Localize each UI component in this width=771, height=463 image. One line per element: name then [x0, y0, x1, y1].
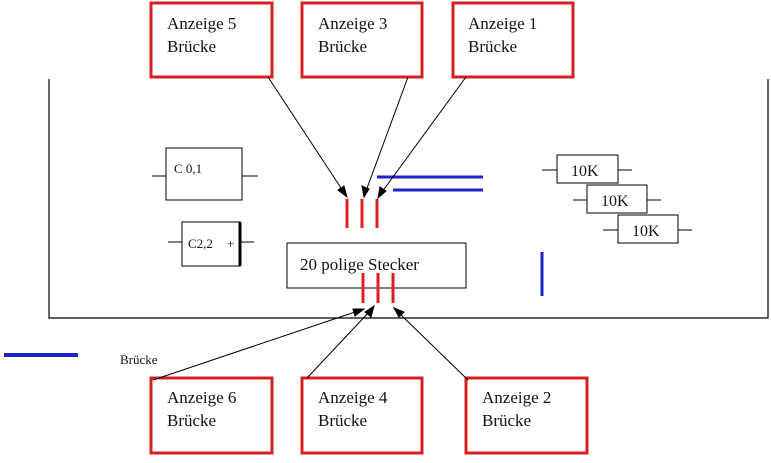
capacitor-c22-label: C2,2	[188, 236, 213, 251]
connector-label: 20 polige Stecker	[300, 255, 419, 274]
anzeige1-title: Anzeige 1	[468, 14, 538, 33]
anzeige6-title: Anzeige 6	[167, 388, 237, 407]
annotation-box-anzeige5	[149, 1, 274, 79]
anzeige4-title: Anzeige 4	[318, 388, 388, 407]
resistor-1-label: 10K	[571, 163, 599, 180]
arrow-anzeige1	[381, 76, 467, 193]
resistor-2	[573, 184, 661, 214]
annotation-box-anzeige1	[451, 1, 575, 79]
capacitor-c22	[168, 221, 254, 267]
annotation-box-anzeige4	[300, 376, 424, 455]
resistor-3-label: 10K	[632, 223, 660, 240]
board-outline	[48, 79, 769, 319]
anzeige4-sub: Brücke	[318, 411, 368, 430]
legend-bridge-label: Brücke	[120, 352, 158, 367]
anzeige5-title: Anzeige 5	[167, 14, 237, 33]
arrow-anzeige4	[306, 310, 371, 379]
annotation-box-anzeige6	[149, 376, 274, 455]
resistor-2-label: 10K	[601, 193, 629, 210]
arrow-anzeige5	[267, 76, 344, 192]
arrow-anzeige2	[397, 311, 469, 381]
anzeige5-sub: Brücke	[167, 37, 217, 56]
capacitor-c01	[152, 147, 258, 201]
anzeige3-title: Anzeige 3	[318, 14, 388, 33]
anzeige3-sub: Brücke	[318, 37, 368, 56]
resistor-3	[603, 214, 692, 244]
annotation-box-anzeige3	[300, 1, 424, 79]
anzeige1-sub: Brücke	[468, 37, 518, 56]
annotation-box-anzeige2	[464, 376, 589, 455]
anzeige2-sub: Brücke	[482, 411, 532, 430]
capacitor-c22-polarity: +	[227, 236, 235, 251]
anzeige2-title: Anzeige 2	[482, 388, 552, 407]
capacitor-c01-label: C 0,1	[174, 161, 203, 176]
arrow-anzeige6	[152, 310, 359, 381]
resistor-1	[542, 154, 632, 184]
anzeige6-sub: Brücke	[167, 411, 217, 430]
arrow-anzeige3	[365, 76, 409, 192]
